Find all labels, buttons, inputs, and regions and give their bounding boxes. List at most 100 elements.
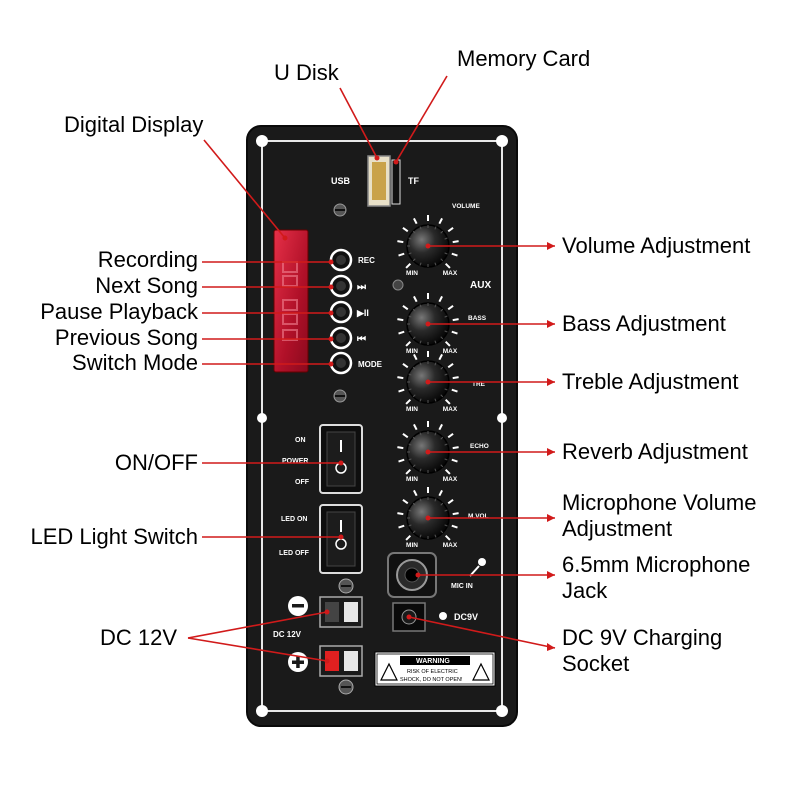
knob-label: ECHO [470, 443, 489, 450]
knob-grip [419, 534, 422, 538]
knob-tick [413, 295, 418, 303]
knob-tick [452, 512, 459, 516]
knob-grip [434, 468, 437, 472]
callout-mic-jack-line1: 6.5mm Microphone [562, 552, 751, 577]
knob-max-label: MAX [443, 406, 458, 413]
callout-digital-display: Digital Display [64, 112, 204, 137]
off-label: OFF [295, 479, 310, 486]
callout-previous-song: Previous Song [54, 325, 198, 350]
knob-tick [438, 489, 443, 497]
tf-card-slot[interactable] [391, 159, 401, 205]
knob-min-label: MIN [406, 270, 418, 277]
mount-hole [257, 413, 267, 423]
play-pause-icon: ▶II [356, 308, 369, 318]
knob-min-label: MIN [406, 348, 418, 355]
knob-grip [419, 398, 422, 402]
rec-button[interactable] [329, 248, 353, 272]
knob-tick [452, 240, 459, 244]
knob-tick [447, 432, 454, 439]
knob-grip [440, 436, 444, 440]
knob-grip [412, 258, 416, 262]
knob-tick [452, 376, 459, 380]
panel-body [246, 125, 518, 727]
mount-hole [496, 705, 508, 717]
knob-grip [408, 458, 412, 461]
knob-max-label: MAX [443, 348, 458, 355]
callout-bass-adjustment: Bass Adjustment [562, 311, 726, 336]
callout-u-disk: U Disk [274, 60, 339, 85]
knob-tick [402, 498, 409, 505]
knob-grip [444, 315, 448, 318]
callout-dc-12v: DC 12V [100, 625, 178, 650]
knob-tick [452, 446, 459, 450]
knob-tick [447, 498, 454, 505]
callout-on-off: ON/OFF [114, 450, 198, 475]
knob-grip [444, 237, 448, 240]
knob-tick [451, 252, 458, 257]
microphone-jack[interactable] [387, 552, 437, 598]
knob-grip [434, 226, 437, 230]
next-button[interactable] [329, 274, 353, 298]
dc9v-label: DC9V [454, 612, 478, 622]
power-rocker-switch[interactable] [319, 424, 363, 494]
knob-tick [402, 226, 409, 233]
tf-label: TF [408, 176, 419, 186]
knob-grip [440, 464, 444, 468]
knob-tick [447, 226, 454, 233]
knob-grip [419, 498, 422, 502]
knob-tick [402, 362, 409, 369]
knob-tick [438, 353, 443, 361]
callout-mic-volume-line2: Adjustment [562, 516, 673, 541]
mount-hole [256, 705, 268, 717]
knob-grip [412, 464, 416, 468]
knob-tick [452, 318, 459, 322]
knob-tick [438, 295, 443, 303]
knob-grip [419, 432, 422, 436]
on-label: ON [295, 437, 306, 444]
callout-memory-card: Memory Card [457, 46, 591, 71]
previous-button[interactable] [329, 326, 353, 350]
knob-tick [402, 304, 409, 311]
knob-grip [434, 534, 437, 538]
knob-tick [402, 432, 409, 439]
knob-tick [444, 534, 451, 541]
usb-label: USB [331, 176, 351, 186]
knob-tick [405, 398, 412, 405]
callout-recording: Recording [97, 247, 198, 272]
knob-grip [408, 315, 412, 318]
callout-dc9v-line2: Socket [562, 651, 630, 676]
knob-grip [440, 502, 444, 506]
dc12v-label: DC 12V [273, 630, 302, 639]
callout-mic-volume-line1: Microphone Volume [562, 490, 757, 515]
knob-grip [444, 509, 448, 512]
knob-tick [413, 353, 418, 361]
callout-dc9v-line1: DC 9V Charging [562, 625, 723, 650]
knob-tick [451, 524, 458, 529]
knob-grip [434, 498, 437, 502]
knob-grip [408, 509, 412, 512]
knob-grip [434, 432, 437, 436]
knob-grip [444, 373, 448, 376]
knob-tick [397, 240, 404, 244]
mode-button[interactable] [329, 351, 353, 375]
knob-grip [440, 394, 444, 398]
callout-switch-mode: Switch Mode [72, 350, 198, 375]
knob-grip [434, 262, 437, 266]
previous-icon: ⏮ [357, 334, 366, 345]
warning-line1: RISK OF ELECTRIC [407, 669, 458, 675]
knob-tick [451, 388, 458, 393]
callout-volume-adjustment: Volume Adjustment [562, 233, 751, 258]
knob-grip [412, 336, 416, 340]
knob-tick [438, 217, 443, 225]
knob-tick [451, 330, 458, 335]
knob-tick [398, 252, 405, 257]
play-pause-button[interactable] [329, 300, 353, 324]
knob-grip [412, 530, 416, 534]
knob-grip [440, 258, 444, 262]
knob-grip [440, 366, 444, 370]
negative-terminal[interactable] [319, 596, 363, 628]
knob-grip [408, 330, 412, 333]
mount-hole [496, 135, 508, 147]
knob-tick [397, 446, 404, 450]
